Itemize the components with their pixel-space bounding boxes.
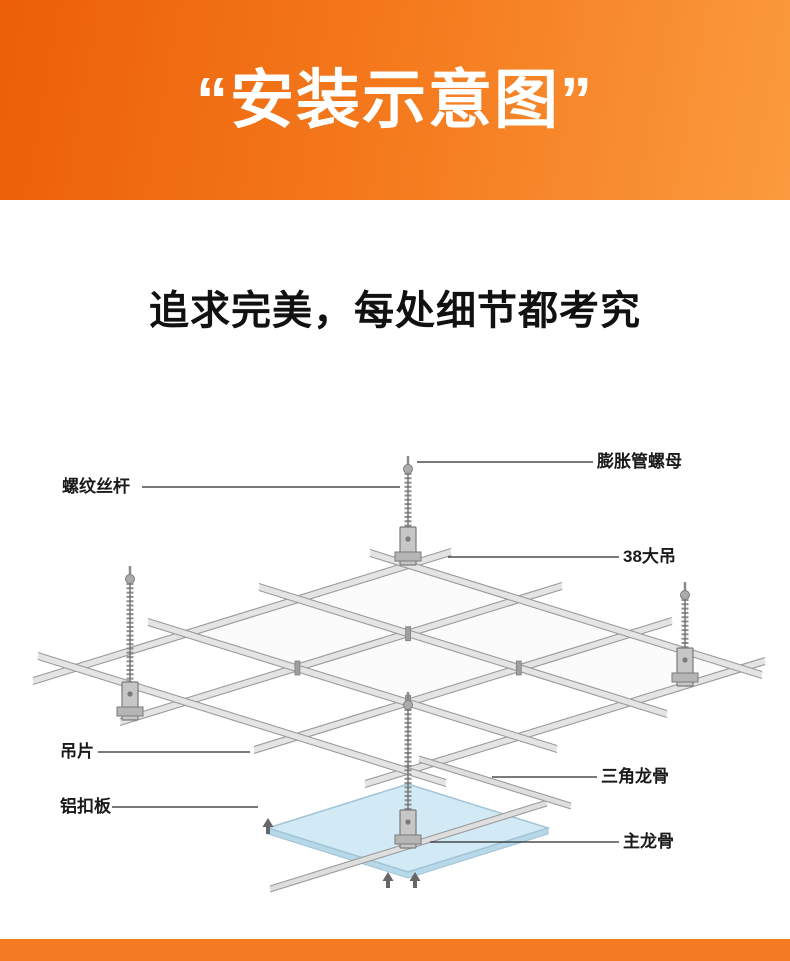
keel-rail: [368, 549, 764, 679]
keel-rail: [32, 547, 452, 679]
hanger-hole: [405, 536, 411, 542]
keel-rail: [147, 624, 558, 754]
banner-title: “安装示意图”: [196, 64, 594, 136]
up-arrow-icon: [409, 872, 421, 881]
keel-rail: [252, 617, 674, 754]
up-arrow-icon: [382, 872, 394, 881]
banner: “安装示意图”: [0, 0, 790, 200]
keel-rail: [31, 548, 453, 685]
hanger-hole: [405, 819, 411, 825]
keel-rail: [257, 583, 669, 718]
installation-diagram: 螺纹丝杆 膨胀管螺母 38大吊 吊片 铝扣板 三角龙骨 主龙骨: [0, 430, 790, 960]
rail-clip: [405, 626, 412, 642]
diagram-canvas: [31, 456, 767, 893]
hanger-hole: [682, 657, 688, 663]
expansion-nut: [680, 590, 690, 600]
keel-rail: [37, 658, 447, 788]
label-threaded-rod: 螺纹丝杆: [62, 477, 130, 496]
rail-clip: [294, 660, 301, 676]
hanger-38: [116, 706, 144, 717]
expansion-nut: [403, 464, 413, 474]
keel-rail: [258, 582, 668, 712]
label-38-hanger: 38大吊: [623, 547, 676, 566]
label-aluminum-panel: 铝扣板: [60, 797, 111, 816]
rail-clip: [515, 660, 522, 676]
hanger-38: [394, 834, 422, 845]
keel-rail: [258, 589, 668, 719]
main-keel: [269, 805, 548, 893]
up-arrow-icon: [386, 881, 390, 888]
keel-rail: [253, 623, 673, 755]
label-triangle-keel: 三角龙骨: [601, 767, 669, 786]
label-hanging-clip: 吊片: [60, 742, 94, 761]
hanger-38: [394, 551, 422, 562]
expansion-nut: [125, 574, 135, 584]
triangle-keel: [418, 756, 572, 809]
triangle-keel: [418, 755, 572, 804]
keel-rail: [118, 582, 564, 726]
hanger-38: [671, 672, 699, 683]
hanger-hole: [127, 691, 133, 697]
up-arrow-icon: [266, 827, 270, 834]
triangle-keel: [418, 761, 572, 810]
keel-rail: [369, 555, 763, 680]
up-arrow-icon: [262, 818, 274, 827]
footer-bar: [0, 939, 790, 961]
expansion-nut: [403, 700, 413, 710]
headline-section: 追求完美，每处细节都考究: [0, 200, 790, 334]
up-arrow-icon: [413, 881, 417, 888]
keel-rail: [146, 618, 559, 753]
keel-rail: [32, 554, 452, 686]
keel-rail: [369, 548, 763, 673]
section-title: 追求完美，每处细节都考究: [149, 289, 641, 333]
keel-rail: [253, 616, 673, 748]
keel-rail: [36, 652, 448, 787]
keel-rail: [364, 663, 766, 789]
label-expansion-nut: 膨胀管螺母: [597, 452, 682, 471]
keel-rail: [119, 581, 563, 720]
label-main-keel: 主龙骨: [623, 832, 674, 851]
keel-rail: [37, 651, 447, 781]
keel-rail: [147, 617, 558, 747]
